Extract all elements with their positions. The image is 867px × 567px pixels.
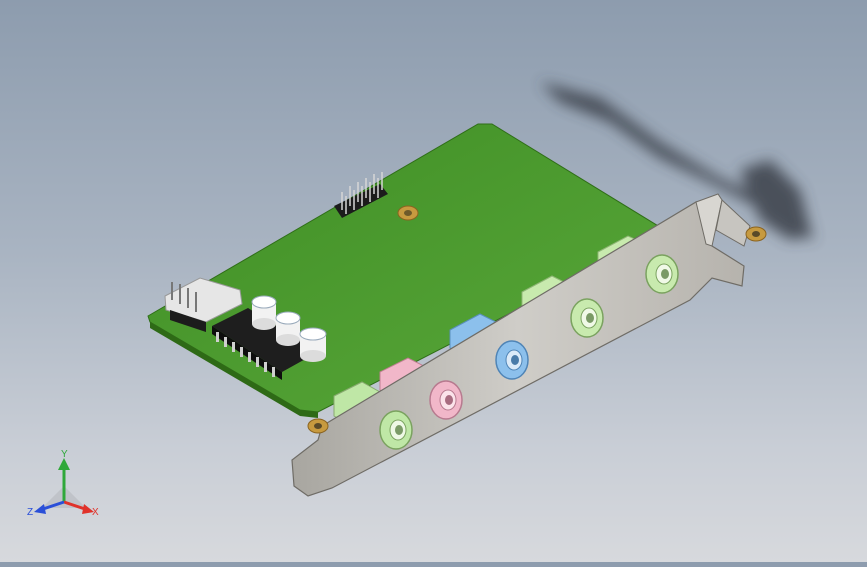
left-connector-block: [164, 277, 243, 332]
coordinate-triad-icon: Y X Z: [22, 446, 106, 528]
jack-green-1[interactable]: [379, 410, 413, 450]
jack-green-2[interactable]: [570, 298, 604, 338]
x-axis-label: X: [92, 507, 99, 518]
y-axis-label: Y: [61, 449, 68, 460]
audio-jacks[interactable]: [379, 254, 679, 450]
jack-pink[interactable]: [429, 380, 463, 420]
capacitors: [251, 295, 327, 362]
jack-blue[interactable]: [495, 340, 529, 380]
jack-green-3[interactable]: [645, 254, 679, 294]
model-shadow: [540, 82, 815, 240]
ic-chip: [212, 308, 318, 380]
z-axis-label: Z: [27, 507, 33, 518]
pin-header: [334, 172, 388, 218]
